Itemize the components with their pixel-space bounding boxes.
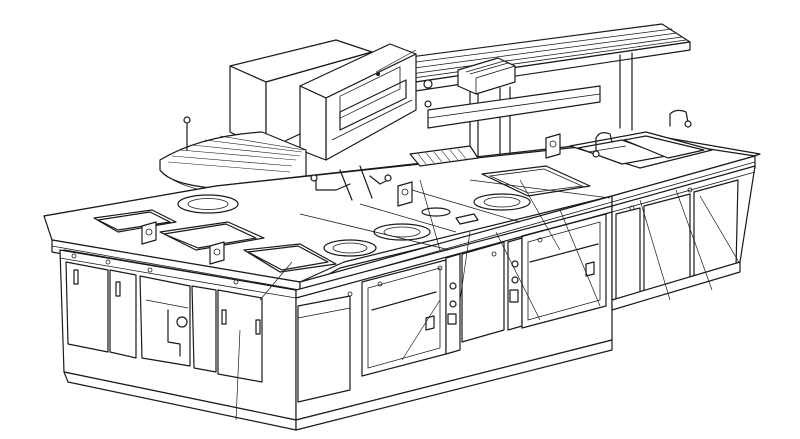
leader-lines (235, 49, 741, 421)
hob-divisions (299, 133, 611, 263)
faucet-left (592, 132, 613, 158)
faucet-right (669, 109, 692, 128)
well-control-2 (209, 241, 225, 265)
right-base-cabinets (611, 165, 756, 311)
exhaust-fan-unit (457, 57, 516, 95)
sink (569, 109, 713, 169)
griddle-plate (409, 145, 591, 197)
pipe-fittings (310, 165, 392, 201)
burners (177, 193, 531, 257)
left-base-cabinets (59, 249, 297, 431)
oven-controls (445, 253, 461, 355)
oven-section (295, 205, 613, 431)
overhead-shelf (371, 23, 691, 169)
bain-marie-wells (93, 209, 337, 273)
well-control-1 (141, 221, 157, 245)
